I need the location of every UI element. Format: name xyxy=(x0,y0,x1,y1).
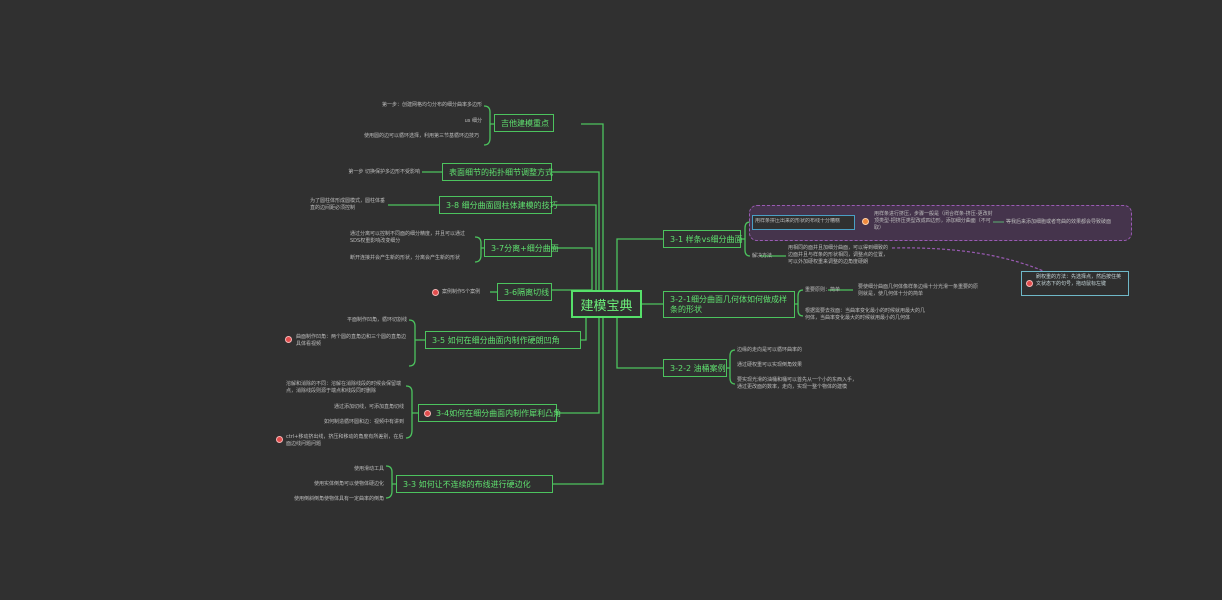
root-node[interactable]: 建模宝典 xyxy=(571,290,642,318)
branch-label: 3-7分离+细分曲面 xyxy=(491,243,559,253)
branch-3-2-2[interactable]: 3-2-2 油桶案例 xyxy=(663,359,727,377)
leaf: 使用圆的边可以循环选择，利用第三节基循环边技巧 xyxy=(364,133,480,139)
branch-3-6[interactable]: 3-6隔离切线 xyxy=(497,283,552,301)
branch-3-3[interactable]: 3-3 如何让不连续的布线进行硬边化 xyxy=(396,475,553,493)
leaf: 平面制作凹角，循环切割线 xyxy=(346,317,407,323)
branch-guitar[interactable]: 吉他建模重点 xyxy=(494,114,554,132)
branch-3-7[interactable]: 3-7分离+细分曲面 xyxy=(484,239,559,257)
solution-label: 解决方法 xyxy=(752,253,773,259)
branch-label: 3-3 如何让不连续的布线进行硬边化 xyxy=(403,479,531,489)
leaf: 通过分离可以控制不同面的细分精度，并且可以通过SDS权重影响改变细分 xyxy=(350,231,466,244)
branch-label: 3-1 样条vs细分曲面 xyxy=(670,234,743,244)
branch-3-1[interactable]: 3-1 样条vs细分曲面 xyxy=(663,230,743,248)
leaf: 断开连接并会产生新的形状，分离会产生新的形状 xyxy=(350,255,461,261)
leaf: 案例制作5个案例 xyxy=(442,289,481,295)
leaf: 曲面制作凹角：两个圆的直角边和三个圆的直角边 具体看视频 xyxy=(296,334,407,347)
branch-label: 3-6隔离切线 xyxy=(504,287,550,297)
branch-label: 3-5 如何在细分曲面内制作硬朗凹角 xyxy=(432,335,560,345)
sub-detail: 要使细分曲面几何体像样条边缘十分光滑一条重要的原则就是，使几何体十分的简单 xyxy=(858,284,979,297)
priority-icon xyxy=(862,218,869,225)
branch-surface-topology[interactable]: 表面细节的拓扑细节调整方式 xyxy=(442,163,553,181)
note-text: 刷权重的方法：先选择点，然后按住英文状态下的句号，拖动鼠标左键 xyxy=(1036,274,1122,287)
callout-box[interactable] xyxy=(752,215,855,230)
leaf: 溶解和消除的不同：溶解在消除线段的时候会保留端点，消除线段则源于端点和线段同时删… xyxy=(286,381,402,394)
root-label: 建模宝典 xyxy=(580,298,633,314)
callout-extra: 等我后来添加细胞或者弯曲的效果都会导致破面 xyxy=(1006,219,1112,225)
branch-3-5[interactable]: 3-5 如何在细分曲面内制作硬朗凹角 xyxy=(425,331,581,349)
callout-detail: 用样条进行挤压，步骤一般是（闭合样条-挤压-更改封顶类型-把挤压类型改成四边形，… xyxy=(874,211,993,231)
leaf: 为了圆柱体形成圆模式，圆柱体垂直的边间距必须控制 xyxy=(310,198,386,211)
branch-label: 吉他建模重点 xyxy=(501,118,549,128)
branch-label: 3-8 细分曲面圆柱体建模的技巧 xyxy=(446,200,558,210)
sub-label: 重要原则：简单 xyxy=(805,287,841,293)
leaf: 使用倒斜倒角使物体具有一定曲率的倒角 xyxy=(293,496,384,502)
leaf: 使用实体倒角可以使物体硬边化 xyxy=(313,481,384,487)
branch-label: 3-4如何在细分曲面内制作犀利凸角 xyxy=(436,408,562,418)
leaf: 边缘的走向是可以循环曲率的 xyxy=(737,347,803,353)
note-box[interactable]: 刷权重的方法：先选择点，然后按住英文状态下的句号，拖动鼠标左键 xyxy=(1021,271,1129,296)
priority-icon xyxy=(276,436,283,443)
branch-3-2-1[interactable]: 3-2-1细分曲面几何体如何做成样条的形状 xyxy=(663,291,795,318)
priority-icon xyxy=(432,289,439,296)
priority-icon xyxy=(424,410,431,417)
leaf: 要实现光滑的油桶和桶可以首先从一个小的东西入手，通过更改面的数率，走向，实现一整… xyxy=(737,377,858,390)
priority-icon xyxy=(285,336,292,343)
leaf: 第一步：创建网格均匀分布的细分曲率多边形 xyxy=(381,102,482,108)
branch-3-8[interactable]: 3-8 细分曲面圆柱体建模的技巧 xyxy=(439,196,558,214)
leaf: us 细分 xyxy=(464,118,482,124)
leaf: 使用滑动工具 xyxy=(353,466,384,472)
leaf: 第一步 切换保护多边形不受影响 xyxy=(348,169,420,175)
branch-label: 3-2-1细分曲面几何体如何做成样条的形状 xyxy=(670,294,788,314)
callout-text: 用样条拼压出来的形状的布线十分糟糕 xyxy=(755,218,841,224)
summary-group xyxy=(749,205,1132,241)
leaf: 通过添加切线，可添加直角切线 xyxy=(333,404,404,410)
leaf: ctrl+移动挤出线，挤压和移动的角度有所差别，在后面边线问题问题 xyxy=(286,434,404,447)
priority-icon xyxy=(1026,280,1033,287)
leaf: 如何制造循环圆和边：视频中有讲到 xyxy=(323,419,404,425)
solution-text: 用相同的面并且加细分曲面，可以得到细致的边面并且与样条的形状相同，调整点的位置，… xyxy=(788,245,889,265)
branch-3-4[interactable]: 3-4如何在细分曲面内制作犀利凸角 xyxy=(418,404,561,422)
branch-label: 表面细节的拓扑细节调整方式 xyxy=(449,167,553,177)
sub-label: 根据需要去找面：当曲率变化最小的时候就用最大的几何体，当曲率变化最大的时候就用最… xyxy=(805,308,926,321)
leaf: 通过硬权重可以实现倒角效果 xyxy=(737,362,803,368)
branch-label: 3-2-2 油桶案例 xyxy=(670,363,726,373)
